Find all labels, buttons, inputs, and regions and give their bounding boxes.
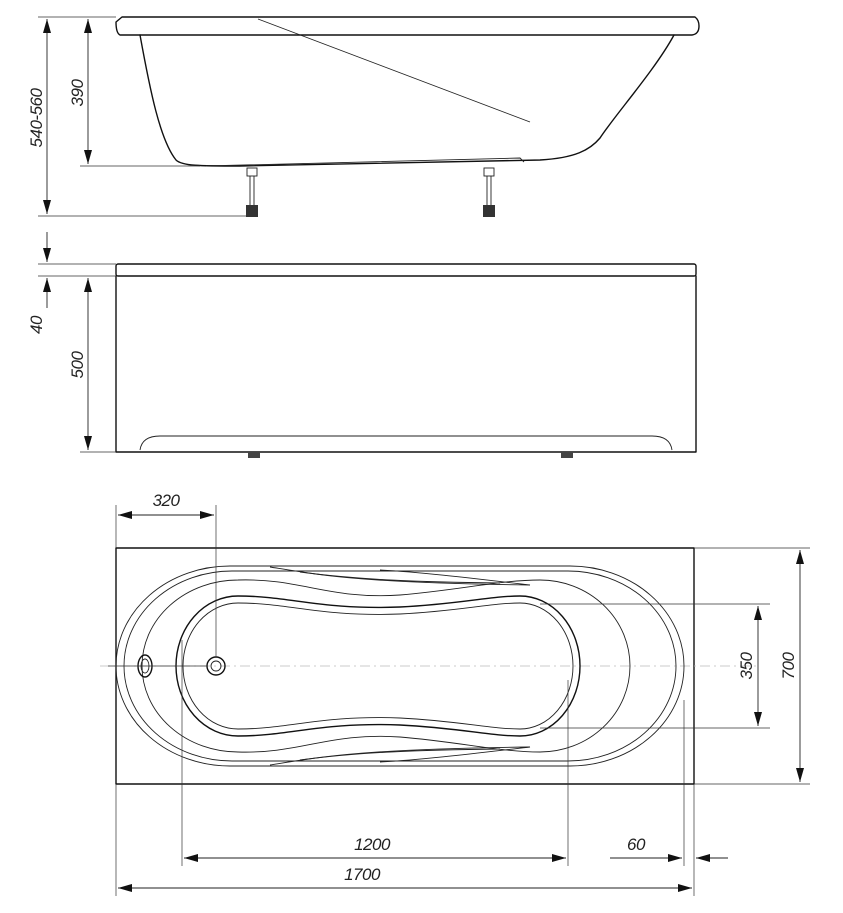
side-view-backrest-line [257, 18, 531, 123]
top-view-armrest-bottom [269, 746, 531, 766]
top-view-rim-edge [115, 565, 685, 767]
top-view: 320 350 700 1200 60 1700 [100, 491, 810, 896]
front-view-rim [115, 263, 697, 277]
dim-label-rim-thickness: 40 [27, 315, 46, 334]
top-view-armrest-top [269, 566, 531, 586]
dim-label-depth: 390 [68, 79, 87, 107]
dim-label-inner-length: 1200 [354, 835, 391, 854]
dim-label-inner-width: 350 [737, 652, 756, 680]
front-view-base-curve [139, 435, 673, 451]
dim-label-drain-offset: 320 [153, 491, 181, 510]
dim-label-length: 1700 [344, 865, 381, 884]
front-view-panel [115, 275, 697, 453]
side-view-leg-right [483, 167, 495, 217]
top-view-bowl-contour [175, 595, 581, 737]
dim-label-front-height: 500 [68, 351, 87, 379]
side-view-leg-left [246, 167, 258, 217]
dim-label-width: 700 [779, 652, 798, 680]
side-view-bottom-inner [205, 157, 525, 167]
dim-label-rim-width: 60 [627, 835, 646, 854]
side-view-body [139, 34, 675, 167]
side-view-rim [115, 16, 700, 36]
dim-label-total-height: 540-560 [27, 88, 46, 148]
top-view-middle-contour [141, 579, 631, 753]
front-view: 40 500 [27, 232, 697, 458]
side-view: 540-560 390 [27, 16, 700, 217]
front-view-foot-left [248, 452, 260, 458]
front-view-foot-right [561, 452, 573, 458]
